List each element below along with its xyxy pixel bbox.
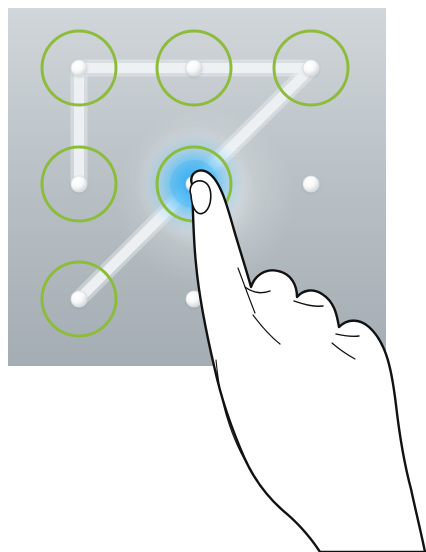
pattern-dot[interactable] <box>186 60 202 76</box>
hand-outline <box>191 170 425 552</box>
pattern-dot[interactable] <box>71 291 87 307</box>
pattern-dot[interactable] <box>71 60 87 76</box>
pattern-dot[interactable] <box>71 176 87 192</box>
pattern-dot[interactable] <box>303 176 319 192</box>
pattern-dot[interactable] <box>303 60 319 76</box>
pointing-hand-icon <box>190 170 425 552</box>
